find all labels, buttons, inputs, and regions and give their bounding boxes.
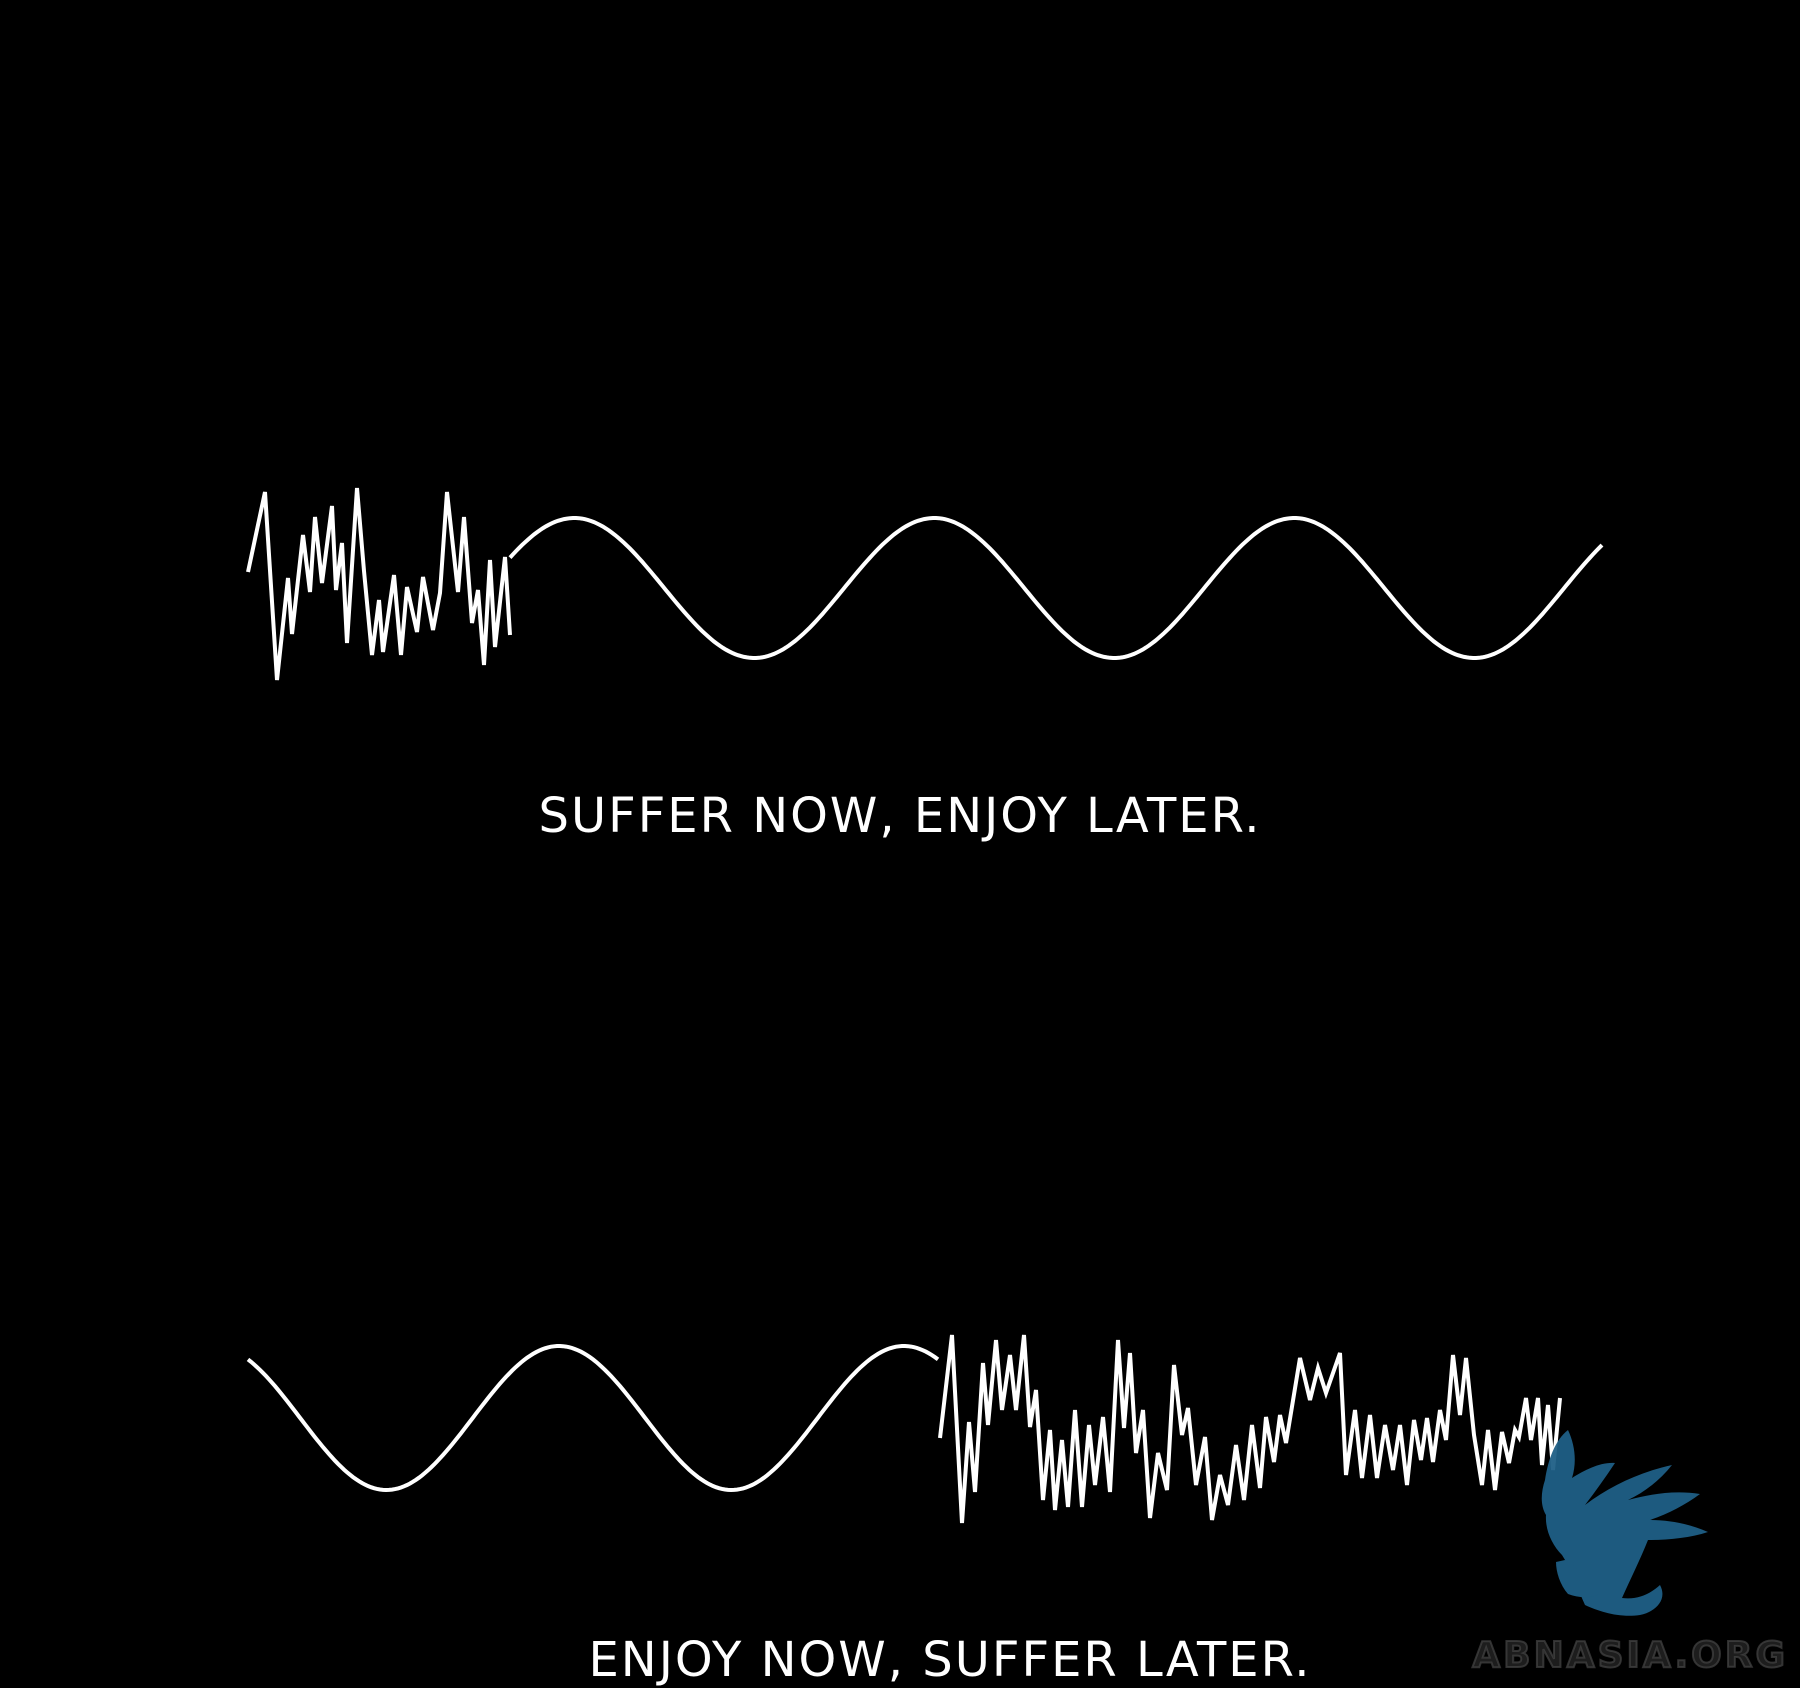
bottom-wave-jagged bbox=[938, 1334, 1562, 1524]
caption-suffer-now: SUFFER NOW, ENJOY LATER. bbox=[538, 788, 1262, 844]
top-wave-jagged bbox=[246, 487, 512, 681]
caption-enjoy-now: ENJOY NOW, SUFFER LATER. bbox=[588, 1632, 1312, 1688]
top-wave-smooth bbox=[508, 516, 1604, 660]
griffin-icon bbox=[1541, 1430, 1708, 1616]
bottom-wave-smooth bbox=[246, 1344, 940, 1493]
watermark-text: ABNASIA.ORG bbox=[1471, 1634, 1788, 1677]
